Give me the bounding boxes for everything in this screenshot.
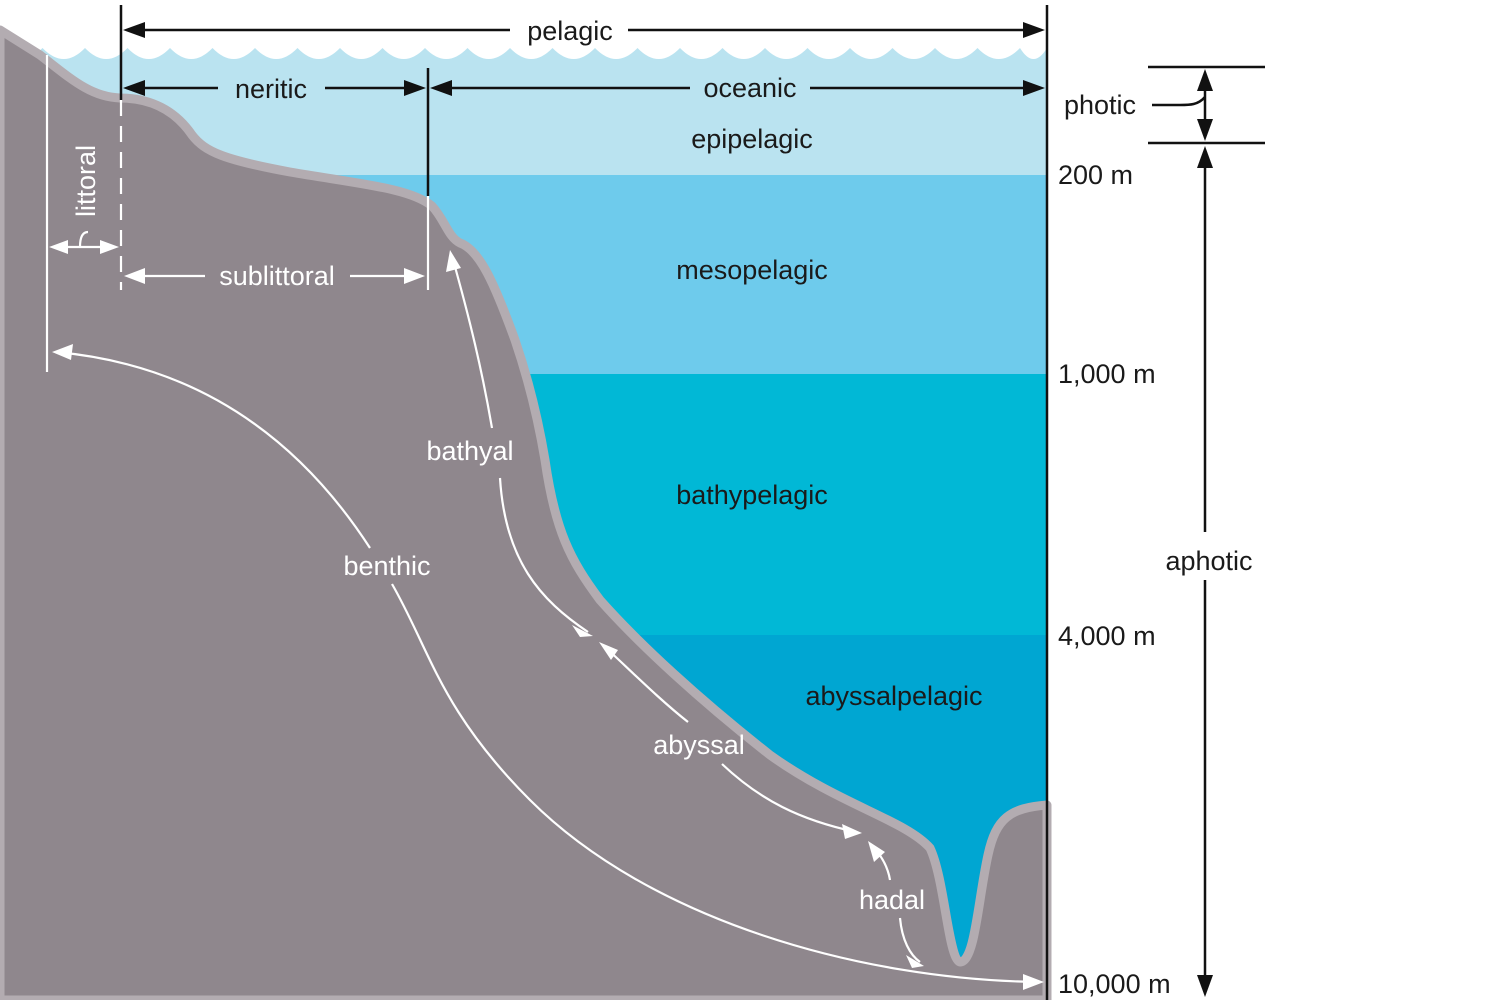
abyssal-arc-lower [721,763,857,834]
epipelagic-label: epipelagic [691,124,813,154]
depth-10000m: 10,000 m [1058,969,1171,999]
neritic-label: neritic [235,74,307,104]
hadal-arc-lower [898,917,921,963]
sea-surface-waves [0,0,1047,59]
abyssal-arrowhead-down [842,824,862,839]
hadal-arrowhead-up [868,841,885,862]
hadal-arrowhead-down [906,955,924,968]
bathyal-arrowhead-up [446,250,461,272]
aphotic-arrowhead-up [1197,146,1213,168]
littoral-leader [78,230,89,248]
abyssal-arrowhead-up [599,642,618,660]
oceanic-arrowhead-left [430,80,452,96]
pelagic-label: pelagic [527,16,613,46]
sublittoral-arrowhead-left [124,268,145,284]
mesopelagic-label: mesopelagic [676,255,828,285]
littoral-label: littoral [71,145,101,217]
bathypelagic-label: bathypelagic [676,480,828,510]
benthic-arrowhead-right [1023,974,1044,990]
bathyal-label: bathyal [426,436,513,466]
aphotic-label: aphotic [1165,546,1252,576]
benthic-label: benthic [343,551,430,581]
pelagic-arrowhead-right [1023,22,1045,38]
photic-arrowhead-up [1197,69,1213,91]
photic-arrowhead-down [1197,119,1213,141]
depth-4000m: 4,000 m [1058,621,1156,651]
oceanic-arrowhead-right [1023,80,1045,96]
oceanic-label: oceanic [703,73,796,103]
benthic-arrowhead-left [52,344,73,360]
bathyal-arrowhead-down [572,625,593,637]
depth-200m: 200 m [1058,160,1133,190]
hadal-label: hadal [859,885,925,915]
littoral-arrowhead-left [49,240,68,254]
abyssalpelagic-label: abyssalpelagic [805,681,982,711]
neritic-arrowhead-right [404,80,426,96]
pelagic-arrowhead-left [123,22,145,38]
abyssal-label: abyssal [653,730,745,760]
aphotic-arrowhead-down [1197,975,1213,997]
depth-1000m: 1,000 m [1058,359,1156,389]
seafloor [0,25,1052,1000]
neritic-arrowhead-left [123,80,145,96]
bathyal-arc-upper [450,255,494,429]
littoral-arrowhead-right [100,240,119,254]
photic-label: photic [1064,90,1136,120]
benthic-arc-lower [391,583,1041,984]
sublittoral-label: sublittoral [219,261,335,291]
benthic-arc-upper [55,350,371,549]
sublittoral-arrowhead-right [404,268,425,284]
bathyal-arc-lower [498,477,589,633]
photic-leader [1152,96,1206,107]
